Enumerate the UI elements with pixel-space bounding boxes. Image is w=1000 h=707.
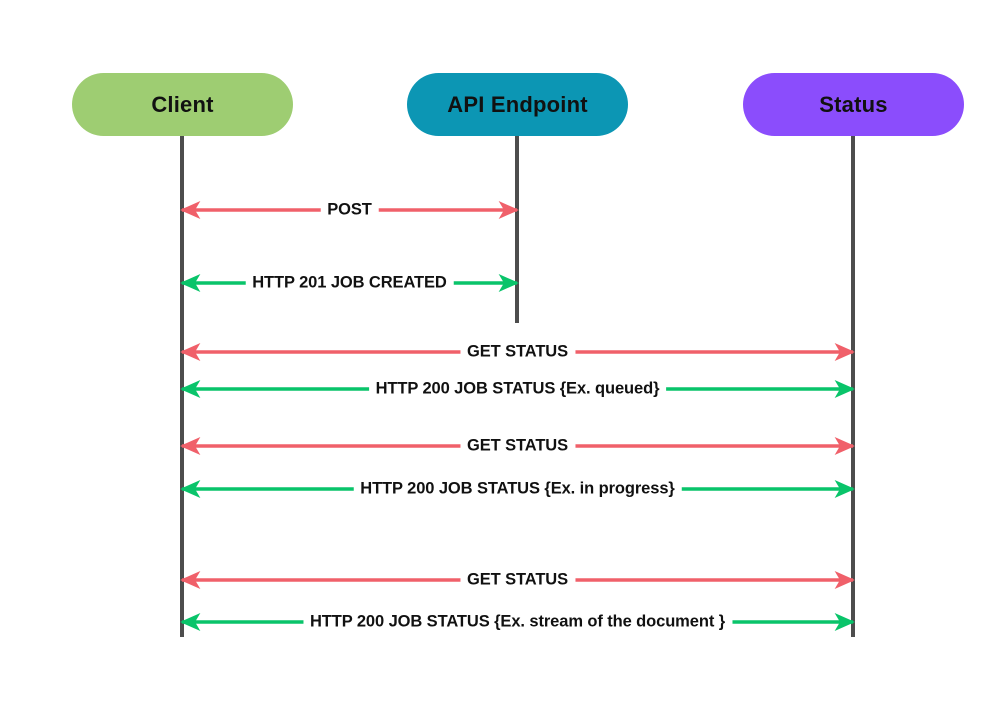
- message-label-http-200-stream: HTTP 200 JOB STATUS {Ex. stream of the d…: [302, 612, 733, 632]
- participant-api-endpoint[interactable]: API Endpoint: [407, 73, 628, 136]
- message-label-post: POST: [320, 200, 379, 220]
- participant-client[interactable]: Client: [72, 73, 293, 136]
- participant-label-client: Client: [151, 91, 214, 117]
- message-label-http-200-in-progress: HTTP 200 JOB STATUS {Ex. in progress}: [353, 479, 682, 499]
- message-label-http-200-queued: HTTP 200 JOB STATUS {Ex. queued}: [368, 379, 667, 399]
- message-label-http-201-job-created: HTTP 201 JOB CREATED: [245, 273, 454, 293]
- message-label-get-status-2: GET STATUS: [459, 436, 576, 456]
- participant-label-api-endpoint: API Endpoint: [447, 91, 588, 117]
- message-label-get-status-1: GET STATUS: [459, 342, 576, 362]
- message-label-get-status-3: GET STATUS: [459, 570, 576, 590]
- participant-label-status: Status: [819, 91, 888, 117]
- participant-status[interactable]: Status: [743, 73, 964, 136]
